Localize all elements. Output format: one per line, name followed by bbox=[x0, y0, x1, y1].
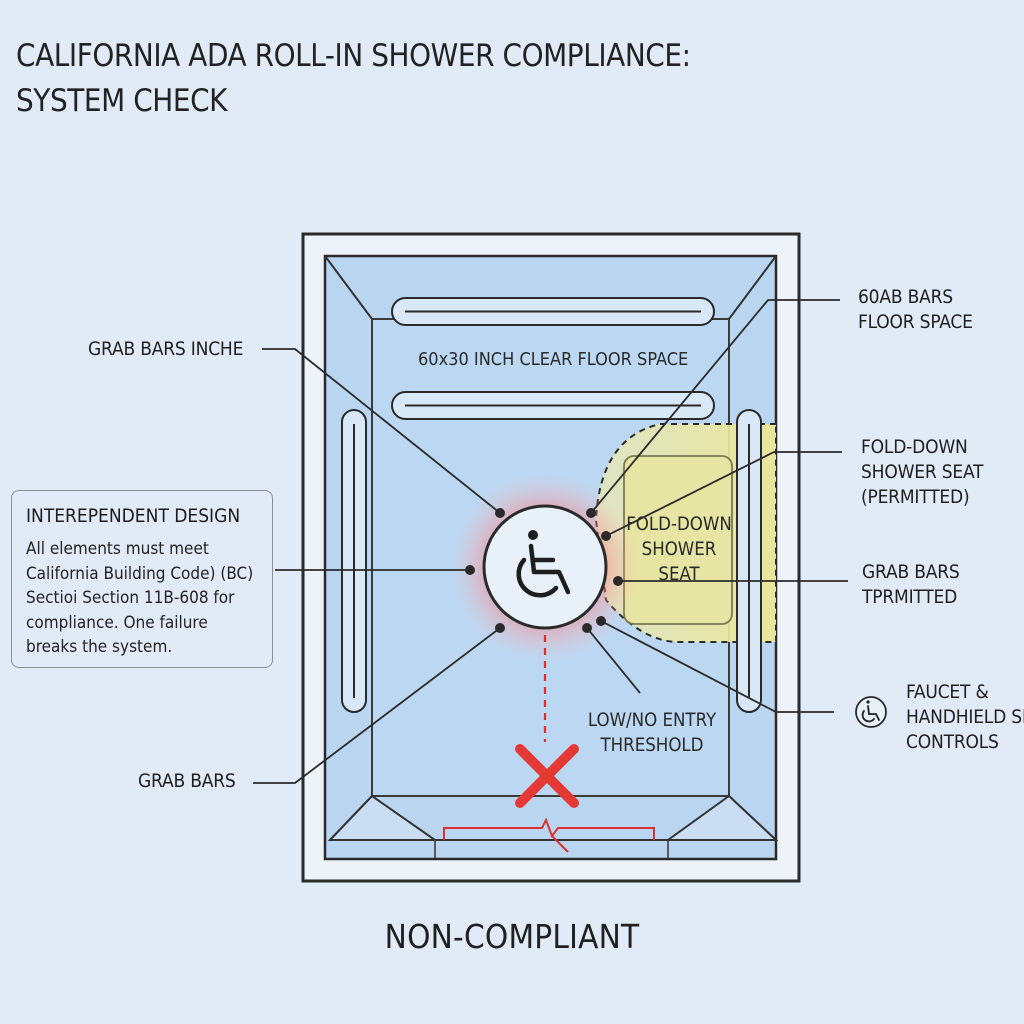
grab-bar-right-vertical bbox=[736, 409, 762, 713]
leader-lines bbox=[253, 299, 848, 784]
faucet-accessibility-icon bbox=[855, 696, 887, 728]
leader-fold-down bbox=[605, 451, 842, 537]
threshold-label: LOW/NO ENTRY THRESHOLD bbox=[587, 710, 717, 756]
leader-threshold bbox=[586, 627, 641, 694]
leader-faucet bbox=[600, 620, 834, 713]
title-line-2: SYSTEM CHECK bbox=[16, 83, 228, 119]
info-box-title: INTEREPENDENT DESIGN bbox=[26, 505, 241, 527]
callout-faucet-controls: FAUCET & HANDHIELD SI CONTROLS bbox=[906, 681, 1024, 753]
threshold-failure-bracket bbox=[443, 817, 655, 840]
seat-label: FOLD-DOWN SHOWER SEAT bbox=[626, 514, 732, 585]
callout-grab-bars-inche: GRAB BARS INCHE bbox=[88, 338, 244, 360]
callout-60ab-bars: 60AB BARS FLOOR SPACE bbox=[858, 286, 973, 333]
grab-bar-middle bbox=[391, 391, 715, 420]
red-x-icon bbox=[515, 744, 579, 808]
grab-bar-top bbox=[391, 297, 715, 326]
corner-line-top-right bbox=[728, 255, 777, 320]
title-line-1: CALIFORNIA ADA ROLL-IN SHOWER COMPLIANCE… bbox=[16, 38, 691, 74]
corner-line-top-left bbox=[324, 255, 373, 320]
grab-bar-left-vertical bbox=[341, 409, 367, 713]
leader-60ab-bars bbox=[590, 299, 840, 514]
callout-fold-down-seat: FOLD-DOWN SHOWER SEAT (PERMITTED) bbox=[861, 436, 984, 508]
clear-floor-space-label: 60x30 INCH CLEAR FLOOR SPACE bbox=[418, 349, 689, 370]
accessibility-circle bbox=[482, 504, 608, 630]
interdependent-design-box: INTEREPENDENT DESIGN All elements must m… bbox=[11, 490, 273, 668]
compliance-status: NON-COMPLIANT bbox=[384, 917, 640, 956]
leader-grab-bars-inche bbox=[262, 348, 501, 514]
leader-grab-bars-bottom bbox=[253, 627, 501, 784]
info-box-body: All elements must meet California Buildi… bbox=[26, 539, 254, 657]
callout-grab-bars-permitted: GRAB BARS TPRMITTED bbox=[862, 561, 960, 608]
page-title: CALIFORNIA ADA ROLL-IN SHOWER COMPLIANCE… bbox=[16, 34, 691, 124]
wheelchair-accessibility-icon bbox=[516, 530, 571, 598]
threshold-failure-tick bbox=[551, 835, 569, 853]
callout-grab-bars: GRAB BARS bbox=[138, 770, 236, 792]
